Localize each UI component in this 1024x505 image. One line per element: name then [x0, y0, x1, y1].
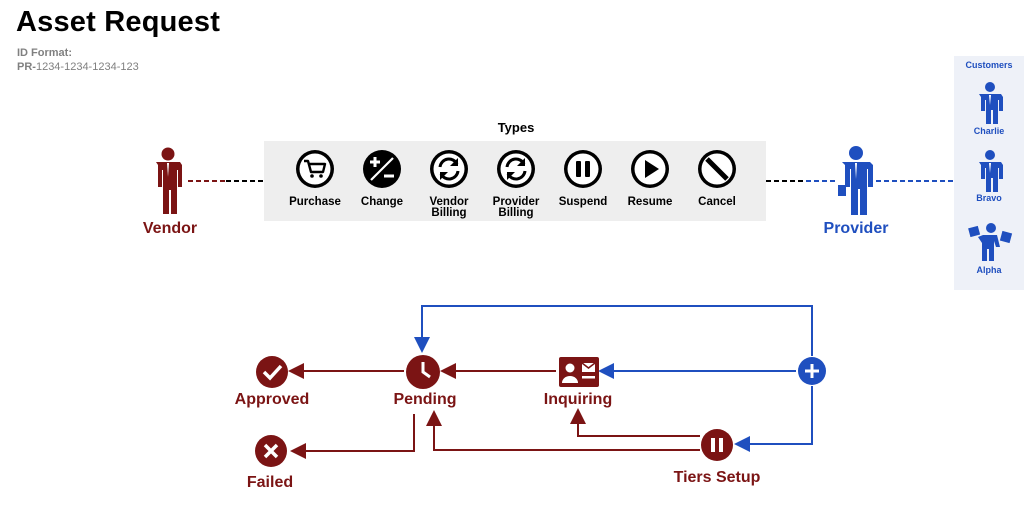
cancel-icon — [698, 150, 736, 188]
type-label-line2: Billing — [498, 207, 534, 219]
state-approved-label: Approved — [234, 391, 310, 408]
type-label-line1: Suspend — [558, 196, 608, 208]
provider-person-icon — [838, 146, 873, 215]
type-label-line1: Change — [360, 196, 404, 208]
customer-label-charlie: Charlie — [973, 126, 1005, 136]
type-resume: Resume — [619, 149, 681, 208]
vendor-label: Vendor — [142, 220, 198, 237]
id-format-value: PR-1234-1234-1234-123 — [17, 61, 139, 73]
type-label-line1: Cancel — [698, 196, 736, 208]
type-suspend: Suspend — [552, 149, 614, 208]
type-purchase: Purchase — [284, 149, 346, 208]
type-vendor-billing: Vendor Billing — [418, 149, 480, 219]
id-format-label: ID Format: — [17, 47, 72, 59]
type-label-line2: Billing — [431, 207, 467, 219]
state-failed-label: Failed — [246, 474, 294, 491]
pause-icon — [564, 150, 602, 188]
start-plus-icon — [798, 357, 826, 385]
type-label-line1: Purchase — [289, 196, 341, 208]
page-title: Asset Request — [16, 6, 221, 38]
tiers-setup-pause-icon — [701, 429, 733, 461]
customer-label-bravo: Bravo — [976, 193, 1002, 203]
customers-title: Customers — [965, 60, 1013, 70]
approved-check-icon — [256, 356, 288, 388]
id-format-prefix: PR- — [17, 61, 36, 73]
customer-bravo-icon — [979, 150, 1003, 192]
state-pending-label: Pending — [393, 391, 457, 408]
inquiring-contact-card-icon — [559, 357, 599, 387]
customer-charlie-icon — [979, 82, 1003, 124]
type-label-line1: Provider — [492, 196, 540, 208]
customer-label-alpha: Alpha — [976, 265, 1002, 275]
state-tiers-setup-label: Tiers Setup — [673, 469, 761, 486]
failed-x-icon — [255, 435, 287, 467]
play-icon — [631, 150, 669, 188]
customer-alpha-shopper-icon — [968, 223, 1013, 261]
type-label-line1: Vendor — [429, 196, 469, 208]
plus-minus-icon — [363, 150, 401, 188]
types-panel: Purchase Change Vendor Billing Provide — [264, 141, 766, 221]
vendor-person-icon — [156, 147, 182, 214]
cart-icon — [296, 150, 334, 188]
sync-icon — [497, 150, 535, 188]
type-cancel: Cancel — [686, 149, 748, 208]
type-change: Change — [351, 149, 413, 208]
type-label-line1: Resume — [627, 196, 673, 208]
state-inquiring-label: Inquiring — [543, 391, 613, 408]
sync-icon — [430, 150, 468, 188]
id-format-pattern: 1234-1234-1234-123 — [35, 61, 139, 73]
pending-clock-icon — [406, 355, 440, 389]
types-title: Types — [497, 120, 535, 135]
provider-label: Provider — [823, 220, 889, 237]
type-provider-billing: Provider Billing — [485, 149, 547, 219]
